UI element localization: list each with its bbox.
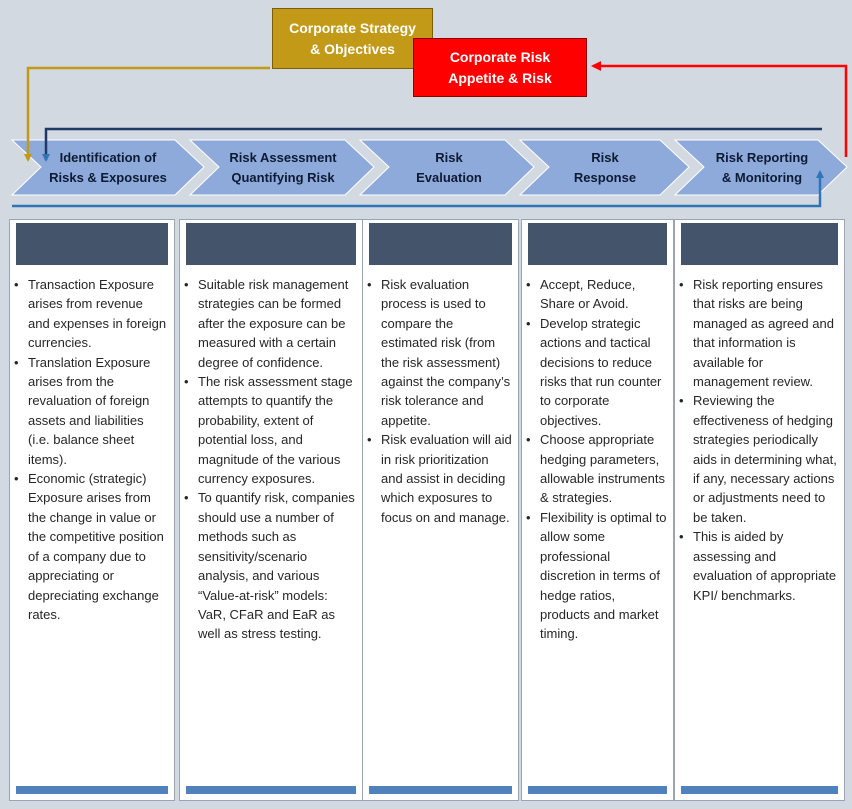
bullet-list: Suitable risk management strategies can … bbox=[180, 275, 356, 644]
column-header-bar bbox=[16, 223, 168, 265]
step-label-identification: Identification of Risks & Exposures bbox=[49, 150, 167, 185]
column-footer-bar bbox=[186, 786, 356, 794]
column-header-bar bbox=[369, 223, 512, 265]
bullet-item: Reviewing the effectiveness of hedging s… bbox=[679, 391, 838, 527]
bullet-item: Risk evaluation process is used to compa… bbox=[367, 275, 512, 430]
bullet-item: Translation Exposure arises from the rev… bbox=[14, 353, 168, 469]
bullet-list: Risk reporting ensures that risks are be… bbox=[675, 275, 838, 605]
column-evaluation: Risk evaluation process is used to compa… bbox=[362, 219, 519, 801]
column-header-bar bbox=[681, 223, 838, 265]
bullet-item: To quantify risk, companies should use a… bbox=[184, 488, 356, 643]
bullet-item: Accept, Reduce, Share or Avoid. bbox=[526, 275, 667, 314]
step-label-reporting: Risk Reporting & Monitoring bbox=[715, 150, 809, 185]
step-label-response: Risk Response bbox=[573, 150, 637, 185]
step-label-evaluation: Risk Evaluation bbox=[416, 150, 482, 185]
column-footer-bar bbox=[16, 786, 168, 794]
corporate-strategy-label: Corporate Strategy & Objectives bbox=[289, 19, 416, 57]
bullet-item: Risk evaluation will aid in risk priorit… bbox=[367, 430, 512, 527]
column-footer-bar bbox=[369, 786, 512, 794]
column-footer-bar bbox=[528, 786, 667, 794]
corporate-risk-appetite-label: Corporate Risk Appetite & Risk bbox=[448, 48, 552, 86]
column-assessment: Suitable risk management strategies can … bbox=[179, 219, 363, 801]
bullet-item: The risk assessment stage attempts to qu… bbox=[184, 372, 356, 488]
bullet-list: Accept, Reduce, Share or Avoid. Develop … bbox=[522, 275, 667, 644]
bullet-item: Suitable risk management strategies can … bbox=[184, 275, 356, 372]
column-header-bar bbox=[186, 223, 356, 265]
column-header-bar bbox=[528, 223, 667, 265]
corporate-risk-appetite-box: Corporate Risk Appetite & Risk bbox=[413, 38, 587, 97]
column-footer-bar bbox=[681, 786, 838, 794]
step-label-assessment: Risk Assessment Quantifying Risk bbox=[229, 150, 337, 185]
bullet-item: Develop strategic actions and tactical d… bbox=[526, 314, 667, 430]
bullet-item: Flexibility is optimal to allow some pro… bbox=[526, 508, 667, 644]
column-response: Accept, Reduce, Share or Avoid. Develop … bbox=[521, 219, 674, 801]
bullet-list: Risk evaluation process is used to compa… bbox=[363, 275, 512, 527]
bullet-item: Transaction Exposure arises from revenue… bbox=[14, 275, 168, 353]
corporate-strategy-box: Corporate Strategy & Objectives bbox=[272, 8, 433, 69]
bullet-item: Risk reporting ensures that risks are be… bbox=[679, 275, 838, 391]
bullet-item: Choose appropriate hedging parameters, a… bbox=[526, 430, 667, 508]
bullet-item: This is aided by assessing and evaluatio… bbox=[679, 527, 838, 605]
bullet-item: Economic (strategic) Exposure arises fro… bbox=[14, 469, 168, 624]
column-identification: Transaction Exposure arises from revenue… bbox=[9, 219, 175, 801]
column-reporting: Risk reporting ensures that risks are be… bbox=[674, 219, 845, 801]
bullet-list: Transaction Exposure arises from revenue… bbox=[10, 275, 168, 624]
